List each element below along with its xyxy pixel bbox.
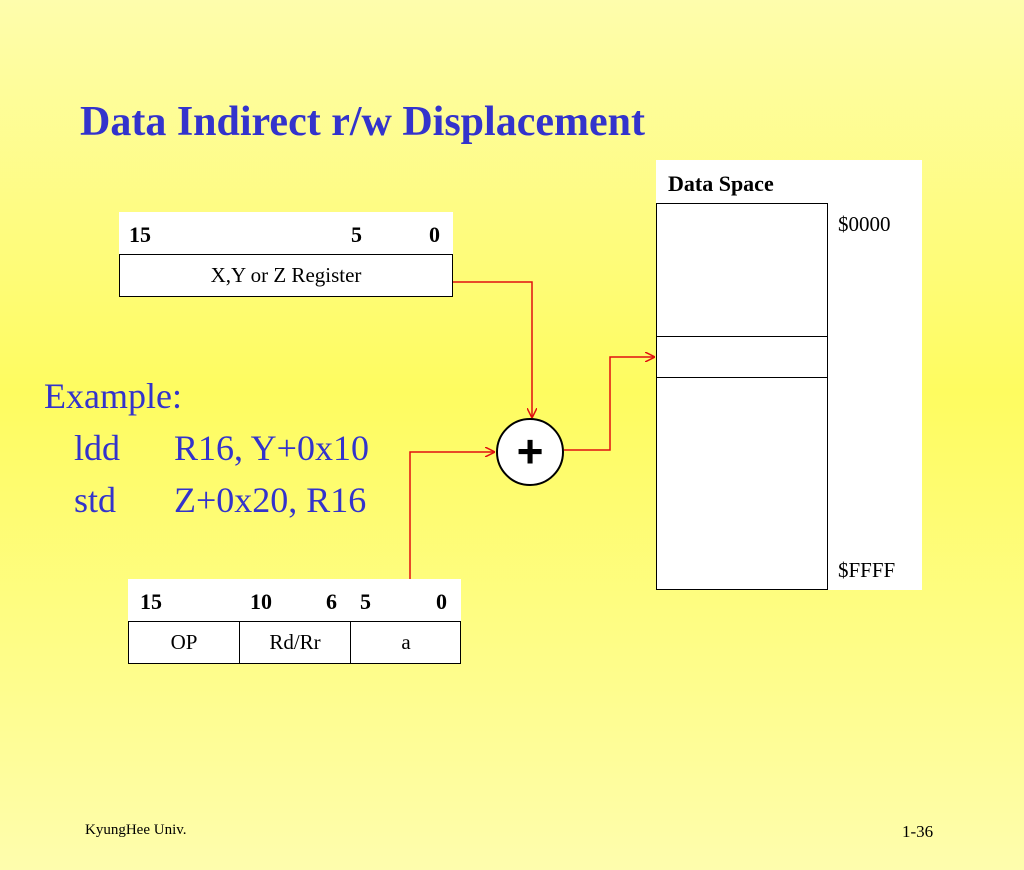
instruction-field-op: OP: [129, 622, 240, 663]
memory-block-upper: [656, 203, 828, 338]
instruction-bit-10: 10: [250, 589, 272, 614]
example-operands: R16, Y+0x10: [174, 428, 369, 468]
register-bit-15: 15: [129, 222, 151, 247]
example-operands: Z+0x20, R16: [174, 480, 367, 520]
example-heading: Example:: [44, 376, 182, 416]
displacement-to-adder-arrow: [409, 452, 494, 579]
instruction-bit-0: 0: [436, 589, 447, 614]
adder-circle: +: [496, 418, 564, 486]
register-bit-header: 15 5 0: [119, 212, 453, 254]
register-bit-0: 0: [429, 222, 440, 247]
register-to-adder-arrow: [453, 281, 532, 417]
adder-symbol: +: [516, 425, 544, 477]
example-line-std: std Z+0x20, R16: [44, 474, 369, 526]
register-bit-5: 5: [351, 222, 362, 247]
instruction-field-rd-rr: Rd/Rr: [240, 622, 351, 663]
footer-page-number: 1-36: [902, 822, 934, 841]
memory-block-lower: [656, 377, 828, 590]
data-space-label: Data Space: [668, 171, 774, 196]
instruction-bit-5: 5: [360, 589, 371, 614]
instruction-bit-6: 6: [326, 589, 337, 614]
instruction-bit-header: 15 10 6 5 0: [128, 579, 461, 621]
example-block: Example: ldd R16, Y+0x10 std Z+0x20, R16: [44, 370, 369, 526]
address-end: $FFFF: [838, 558, 896, 582]
slide-title: Data Indirect r/w Displacement: [80, 99, 645, 145]
adder-to-memory-arrow: [564, 357, 654, 451]
address-start: $0000: [838, 212, 891, 236]
memory-cell-target: [656, 336, 828, 379]
instruction-bit-15: 15: [140, 589, 162, 614]
register-box: X,Y or Z Register: [119, 254, 453, 297]
example-line-ldd: ldd R16, Y+0x10: [44, 422, 369, 474]
instruction-field-a: a: [401, 630, 411, 654]
footer-institution: KyungHee Univ.: [85, 822, 187, 838]
example-mnemonic: std: [74, 480, 117, 520]
register-label: X,Y or Z Register: [210, 263, 362, 287]
instruction-box: OP Rd/Rr a: [128, 621, 461, 664]
example-mnemonic: ldd: [74, 428, 121, 468]
